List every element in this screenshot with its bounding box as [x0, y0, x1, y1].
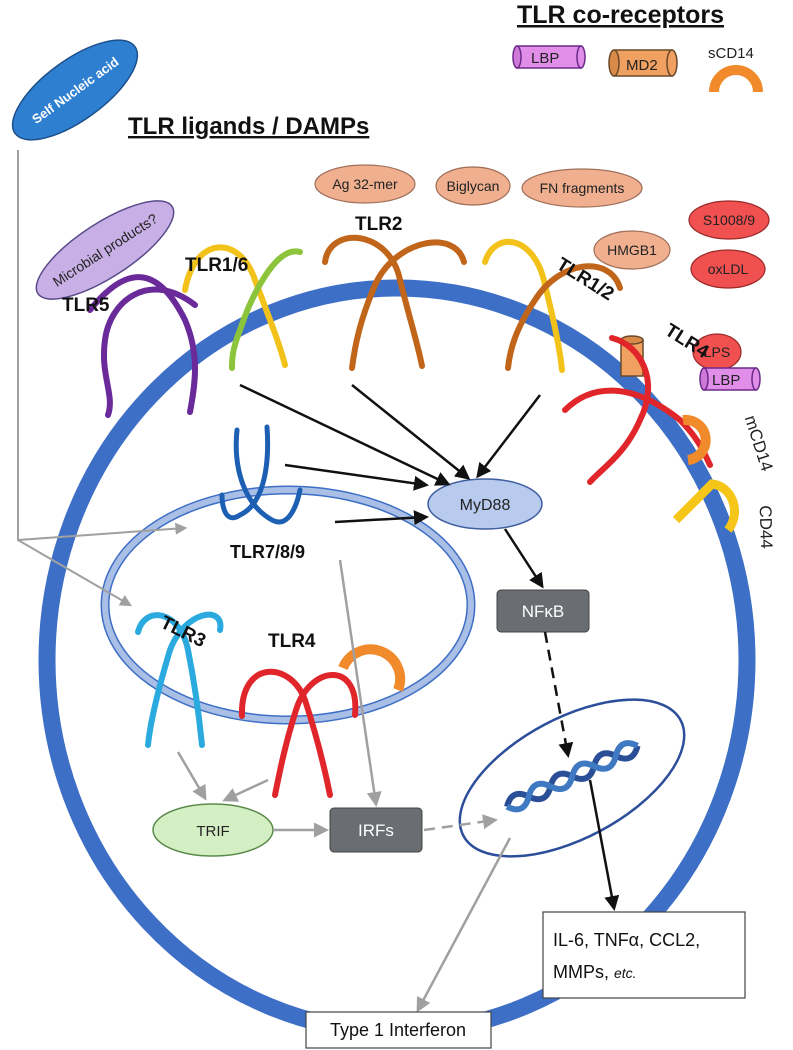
svg-text:LPS: LPS [704, 344, 730, 360]
tlr789-to-irfs-arrow [338, 559, 382, 807]
tlr4-to-trif-arrow [222, 778, 269, 802]
cytokines-output-box: IL-6, TNFα, CCL2, MMPs,etc. [542, 911, 746, 999]
tlr16-to-myd88-arrow [239, 383, 451, 486]
fn-fragments-ligand: FN fragments [521, 168, 643, 208]
myd88-node: MyD88 [427, 478, 543, 530]
tlr5-receptor [87, 274, 198, 418]
svg-text:MMPs,etc.: MMPs,etc. [553, 962, 637, 982]
svg-text:FN fragments: FN fragments [540, 180, 625, 196]
md2-legend-label: MD2 [626, 57, 658, 74]
endosomal-cd14-icon [338, 644, 406, 692]
cd44-icon [672, 479, 740, 533]
cd44-label: CD44 [756, 505, 777, 549]
tlr3-to-trif-arrow [176, 751, 207, 801]
svg-text:IRFs: IRFs [358, 821, 394, 840]
irfs-node: IRFs [329, 807, 423, 853]
biglycan-ligand: Biglycan [435, 166, 511, 206]
myd88-to-nfkb-arrow [503, 528, 544, 589]
tlr789-label: TLR7/8/9 [230, 542, 305, 562]
tlr16-receptor [182, 244, 303, 371]
tlr789-to-myd88-arrow-1 [284, 463, 429, 491]
tlr3-receptor [135, 611, 224, 748]
ligands-header: TLR ligands / DAMPs [128, 113, 369, 140]
svg-text:oxLDL: oxLDL [708, 261, 749, 277]
irfs-to-nucleus-arrow [423, 814, 498, 832]
tlr789-receptor [219, 424, 303, 525]
tlr5-label: TLR5 [62, 295, 110, 316]
svg-text:TRIF: TRIF [196, 823, 229, 840]
trif-node: TRIF [152, 803, 274, 857]
nfkb-to-nucleus-arrow [543, 631, 574, 758]
svg-text:IL-6, TNFα, CCL2,: IL-6, TNFα, CCL2, [553, 930, 700, 950]
lps-ligand: LPS [692, 333, 742, 371]
svg-text:Biglycan: Biglycan [447, 178, 500, 194]
tlr789-to-myd88-arrow-2 [334, 510, 429, 526]
svg-text:MyD88: MyD88 [460, 497, 511, 514]
nucleus-to-cytokines-arrow [588, 779, 620, 911]
nucleus-to-interferon-arrow [416, 837, 512, 1013]
s100-ligand: S1008/9 [688, 200, 770, 240]
tlr16-label: TLR1/6 [185, 255, 248, 276]
tlr2-label: TLR2 [355, 214, 403, 235]
lbp-bound-icon [699, 367, 761, 391]
nfkb-node: NFκB [496, 589, 590, 633]
lbp-legend-label: LBP [531, 50, 559, 67]
mcd14-label: mCD14 [741, 413, 777, 474]
nucleic-acid-to-tlr3-arrow [17, 539, 133, 607]
lbp-coreceptor-icon [512, 45, 586, 69]
ag32-ligand: Ag 32-mer [314, 164, 416, 204]
tlr2-to-myd88-arrow [351, 384, 471, 480]
coreceptors-header: TLR co-receptors [517, 1, 724, 29]
svg-text:Ag 32-mer: Ag 32-mer [332, 176, 398, 192]
dna-helix-icon [504, 740, 641, 813]
oxldl-ligand: oxLDL [690, 249, 766, 289]
mcd14-icon [682, 414, 711, 465]
svg-text:NFκB: NFκB [522, 602, 565, 621]
svg-text:Type 1 Interferon: Type 1 Interferon [330, 1020, 466, 1040]
tlr12-to-myd88-arrow [476, 394, 541, 479]
hmgb1-ligand: HMGB1 [593, 230, 671, 270]
interferon-output-box: Type 1 Interferon [305, 1011, 492, 1049]
tlr4-endosomal-receptor [238, 668, 359, 798]
tlr2-receptor [322, 234, 467, 371]
tlr12-receptor [482, 238, 623, 373]
md2-coreceptor-icon [608, 49, 678, 77]
lbp-bound-label: LBP [712, 372, 740, 389]
scd14-icon [709, 65, 763, 93]
svg-text:S1008/9: S1008/9 [703, 212, 755, 228]
tlr4-surface-label: TLR4 [661, 320, 713, 363]
scd14-legend-label: sCD14 [708, 45, 754, 62]
svg-text:HMGB1: HMGB1 [607, 242, 657, 258]
tlr4-endosomal-label: TLR4 [268, 631, 316, 652]
